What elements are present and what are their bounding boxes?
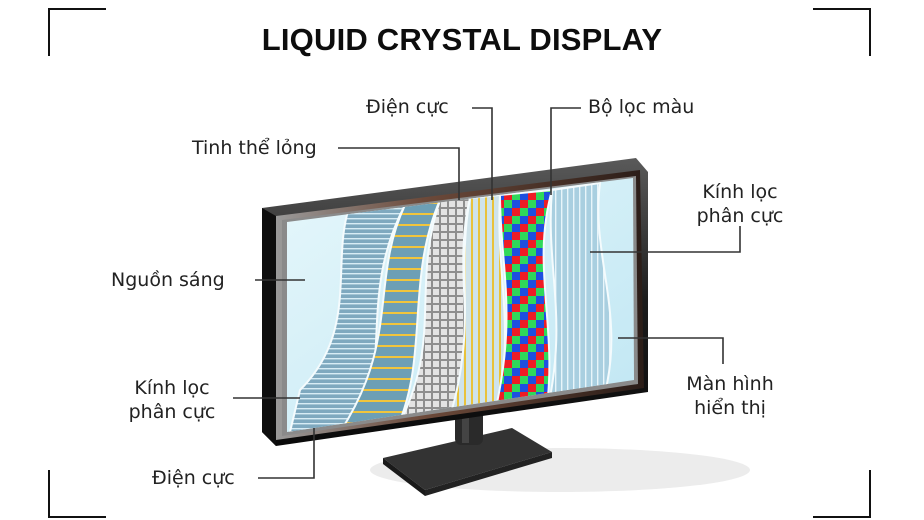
corner-bracket-bottom-right [813, 470, 871, 518]
label-polarizer-left-line1: Kính lọc [134, 377, 210, 399]
leader-electrode-top [472, 107, 493, 200]
leader-display-screen [618, 337, 724, 364]
label-display-screen-line2: hiển thị [694, 397, 766, 419]
label-polarizer-right-line2: phân cực [696, 205, 784, 227]
corner-bracket-top-right [813, 8, 871, 56]
label-polarizer-left-line2: phân cực [128, 401, 216, 423]
label-display-screen-line1: Màn hình [686, 373, 774, 395]
leader-color-filter [550, 107, 581, 195]
electrode-back-layer [338, 198, 442, 432]
label-electrode-top: Điện cực [366, 96, 449, 118]
leader-electrode-bottom [258, 428, 315, 479]
diagram-title: LIQUID CRYSTAL DISPLAY [261, 22, 663, 57]
corner-bracket-bottom-left [48, 470, 106, 518]
label-polarizer-right-line1: Kính lọc [702, 181, 778, 203]
label-polarizer-right: Kính lọc phân cực [680, 180, 800, 228]
label-color-filter: Bộ lọc màu [588, 96, 695, 118]
leader-liquid-crystal [338, 147, 460, 200]
label-liquid-crystal: Tinh thể lỏng [192, 137, 317, 159]
leader-lines [233, 107, 741, 479]
electrode-front-layer [443, 193, 507, 432]
corner-bracket-top-left [48, 8, 106, 56]
polarizer-back-layer [288, 204, 407, 432]
label-light-source: Nguồn sáng [111, 269, 225, 291]
label-polarizer-left: Kính lọc phân cực [112, 376, 232, 424]
label-electrode-bottom: Điện cực [152, 467, 235, 489]
leader-polarizer-right [590, 226, 741, 253]
liquid-crystal-layer [393, 196, 472, 432]
label-display-screen: Màn hình hiển thị [670, 372, 790, 420]
